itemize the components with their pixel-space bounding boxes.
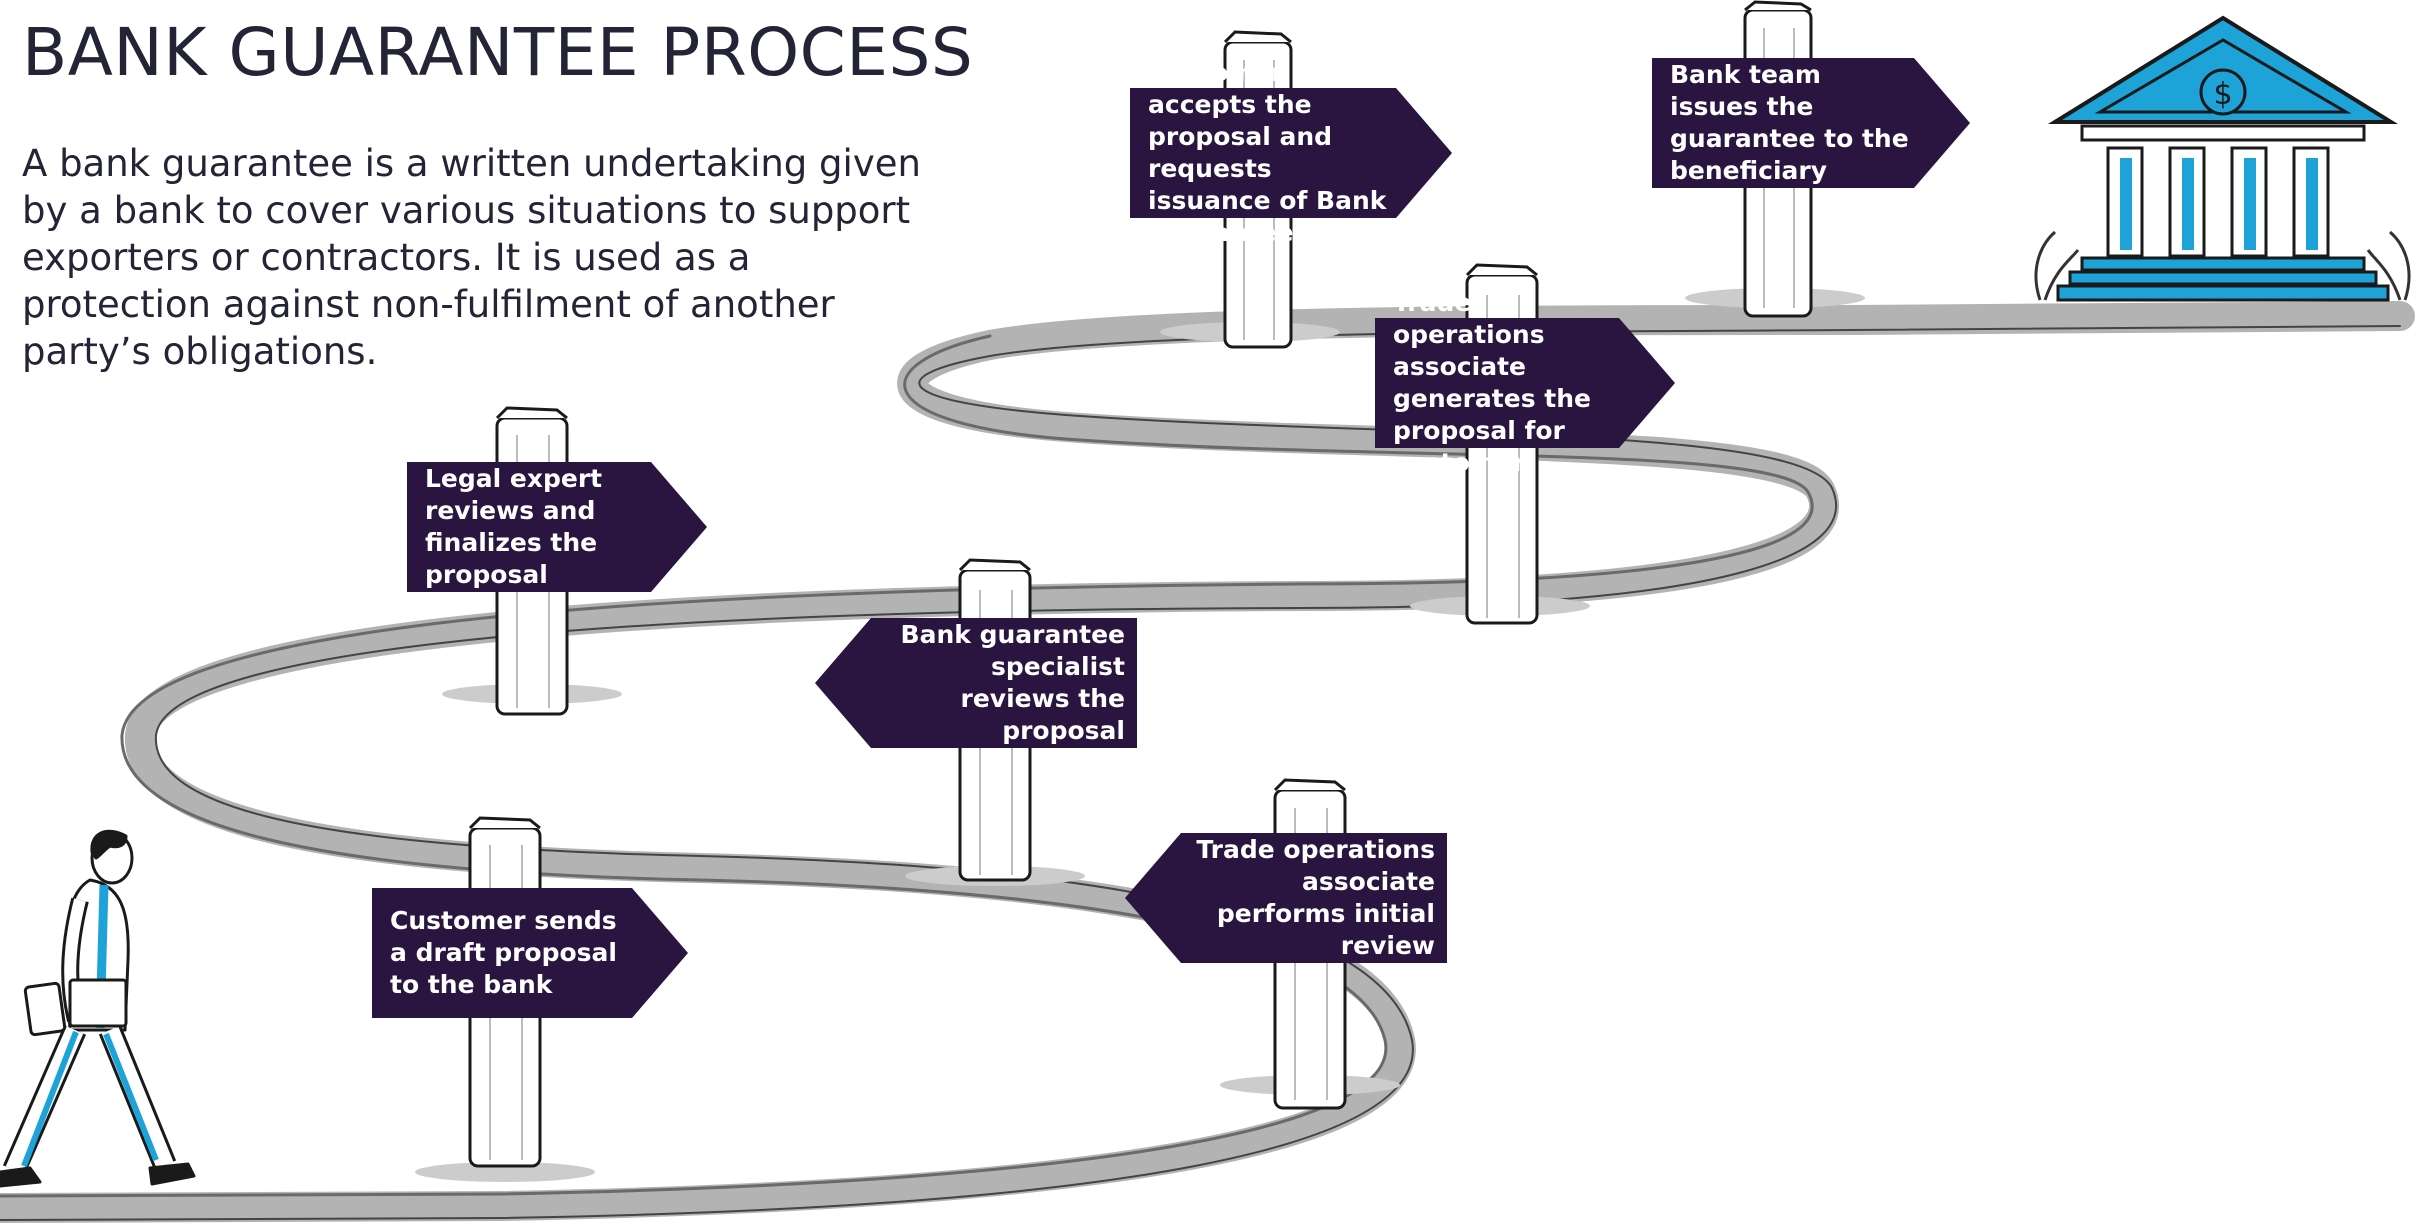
sign-board [1130, 88, 1452, 218]
step-1-sign: Customer sends a draft proposal to the b… [372, 888, 688, 1018]
step-6-sign: Customer accepts the proposal and reques… [1130, 58, 1452, 247]
sign-board [1652, 58, 1970, 188]
bank-building-icon: $ [2034, 15, 2411, 302]
sign-board [1125, 833, 1447, 963]
step-5-sign: Trade operations associate generates the… [1375, 288, 1675, 477]
step-4-label: Legal expert reviews and finalizes the p… [425, 464, 603, 589]
step-6-label: Customer accepts the proposal and reques… [1148, 58, 1387, 247]
step-3-label: Bank guarantee specialist reviews the pr… [900, 620, 1125, 745]
step-7-sign: Bank team issues the guarantee to the be… [1652, 58, 1970, 188]
page-description: A bank guarantee is a written undertakin… [22, 142, 921, 373]
step-4-sign: Legal expert reviews and finalizes the p… [407, 462, 707, 592]
step-2-label: Trade operations associate performs init… [1196, 835, 1435, 960]
page-title: BANK GUARANTEE PROCESS [22, 14, 974, 91]
sign-board [815, 618, 1137, 748]
step-1-label: Customer sends a draft proposal to the b… [390, 906, 617, 999]
svg-text:$: $ [2213, 77, 2232, 112]
sign-board [1375, 318, 1675, 448]
dollar-icon [2199, 68, 2247, 116]
step-7-label: Bank team issues the guarantee to the be… [1670, 60, 1909, 185]
sign-board [372, 888, 688, 1018]
step-5-label: Trade operations associate generates the… [1393, 288, 1591, 477]
sign-board [407, 462, 707, 592]
step-2-sign: Trade operations associate performs init… [1125, 833, 1447, 963]
winding-road [0, 301, 2415, 1223]
walking-businessman-icon [0, 829, 196, 1188]
step-3-sign: Bank guarantee specialist reviews the pr… [815, 618, 1137, 748]
